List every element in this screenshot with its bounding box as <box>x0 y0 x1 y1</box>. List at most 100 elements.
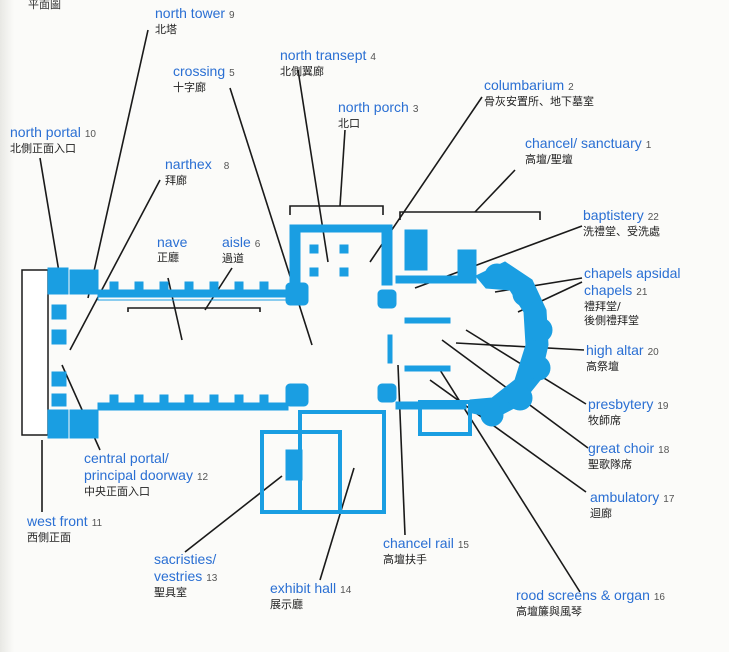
crossing-pier-ne <box>377 289 397 309</box>
great-choir-number: 18 <box>658 445 670 456</box>
chapels-zh-line1: 禮拜堂/ <box>584 300 621 313</box>
central-portal-number: 12 <box>196 472 209 483</box>
north-portal-number: 10 <box>84 129 96 140</box>
apse-chapel-3 <box>527 317 553 343</box>
tower-base-south <box>69 409 99 439</box>
baptistery-number: 22 <box>647 212 659 223</box>
north-portal-zh: 北側正面入口 <box>10 142 76 155</box>
north-transept-wall <box>289 224 391 233</box>
buttress-n6 <box>234 281 244 295</box>
buttress-n5 <box>209 281 219 295</box>
transept-pier-2 <box>339 244 349 254</box>
leader-lines <box>39 29 589 593</box>
central-portal-name-line2: principal doorway <box>84 467 193 483</box>
chancel-sanctuary-name: chancel/ sanctuary <box>525 135 642 151</box>
transept-east-wall <box>381 224 393 286</box>
crossing-zh: 十字廊 <box>173 81 206 94</box>
buttress-s5 <box>209 394 219 408</box>
tower-base-north <box>69 269 99 295</box>
exhibit-hall-zh: 展示廳 <box>270 598 303 611</box>
columbarium-zh: 骨灰安置所、地下墓室 <box>484 95 594 108</box>
chancel-sanctuary-number: 1 <box>645 140 652 151</box>
north-transept-zh: 北側翼廊 <box>280 65 324 78</box>
west-front-zh: 西側正面 <box>27 531 71 544</box>
north-tower-mass <box>47 267 69 295</box>
buttress-s7 <box>259 394 269 408</box>
ambulatory-name: ambulatory <box>590 489 660 505</box>
chapels-name-line1: chapels apsidal <box>584 265 681 281</box>
buttress-n3 <box>159 281 169 295</box>
nave-zh: 正廳 <box>157 251 179 264</box>
choir-stalls-north <box>404 317 451 324</box>
high-altar-name: high altar <box>586 342 644 358</box>
transept-west-wall <box>289 224 301 286</box>
leader-narthex <box>69 179 161 351</box>
north-tower-number: 9 <box>229 10 235 21</box>
narthex-number: 8 <box>223 161 230 172</box>
sacristies-zh: 聖具室 <box>154 586 187 599</box>
buttress-s2 <box>134 394 144 408</box>
central-portal-name-line1: central portal/ <box>84 450 169 466</box>
west-front-number: 11 <box>91 518 103 529</box>
transept-pier-3 <box>309 267 319 277</box>
crossing-pier-se <box>377 383 397 403</box>
chancel-bracket <box>399 211 541 220</box>
buttress-s1 <box>109 394 119 408</box>
narthex-pier-1 <box>51 304 67 320</box>
leader-ambulatory <box>429 379 587 493</box>
chancel-rail-number: 15 <box>457 540 469 551</box>
buttress-n1 <box>109 281 119 295</box>
buttress-s3 <box>159 394 169 408</box>
leader-crossing <box>229 87 313 346</box>
exhibit-hall-number: 14 <box>340 585 352 596</box>
transept-bracket <box>289 205 384 215</box>
columbarium-name: columbarium <box>484 77 565 93</box>
buttress-s4 <box>184 394 194 408</box>
chancel-rail-name: chancel rail <box>383 535 454 551</box>
central-portal-zh: 中央正面入口 <box>84 485 150 498</box>
presbytery-zh: 牧師席 <box>588 414 621 427</box>
choir-stalls-south <box>404 365 451 372</box>
apse-chapel-5 <box>507 385 533 411</box>
high-altar-number: 20 <box>647 347 659 358</box>
great-choir-name: great choir <box>588 440 655 456</box>
buttress-n4 <box>184 281 194 295</box>
nave-north-edge <box>97 296 289 301</box>
narthex-pier-2 <box>51 329 67 345</box>
leader-north-porch <box>339 129 346 207</box>
ambulatory-number: 17 <box>663 494 675 505</box>
narthex-zh: 拜廊 <box>165 174 187 187</box>
leader-chancel <box>474 169 516 213</box>
west-front-block <box>21 269 49 436</box>
presbytery-name: presbytery <box>588 396 654 412</box>
chapels-number: 21 <box>636 287 648 298</box>
north-porch-name: north porch <box>338 99 409 115</box>
north-porch-number: 3 <box>412 104 419 115</box>
west-front-name: west front <box>27 513 88 529</box>
sacristy-inner-wall <box>285 449 303 481</box>
columbarium-number: 2 <box>568 82 574 93</box>
south-chancel-annex <box>418 400 472 436</box>
buttress-n2 <box>134 281 144 295</box>
aisle-number: 6 <box>254 239 261 250</box>
apse-chapel-6 <box>480 403 504 427</box>
crossing-pier-nw <box>285 282 309 306</box>
narthex-pier-3 <box>51 371 67 387</box>
leader-north-tower <box>87 29 149 299</box>
